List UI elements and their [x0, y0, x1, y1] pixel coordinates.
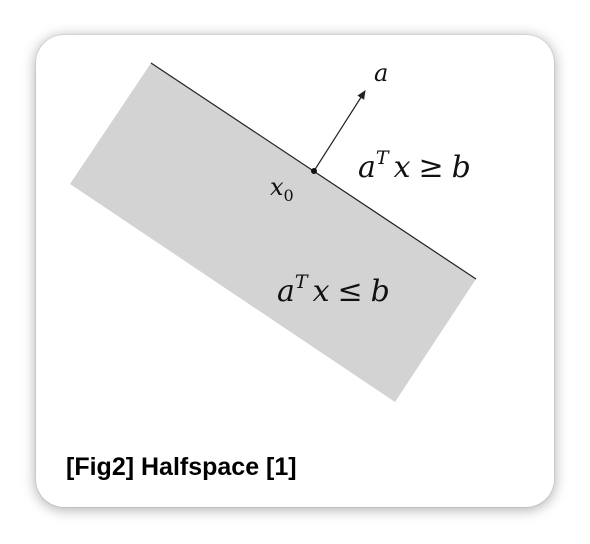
point-x0 [311, 168, 317, 174]
figure-caption: [Fig2] Halfspace [1] [66, 453, 297, 481]
normal-vector-arrow [313, 90, 366, 172]
halfspace-region [70, 63, 476, 402]
vector-label: a [374, 59, 388, 87]
point-label: x0 [270, 173, 294, 205]
